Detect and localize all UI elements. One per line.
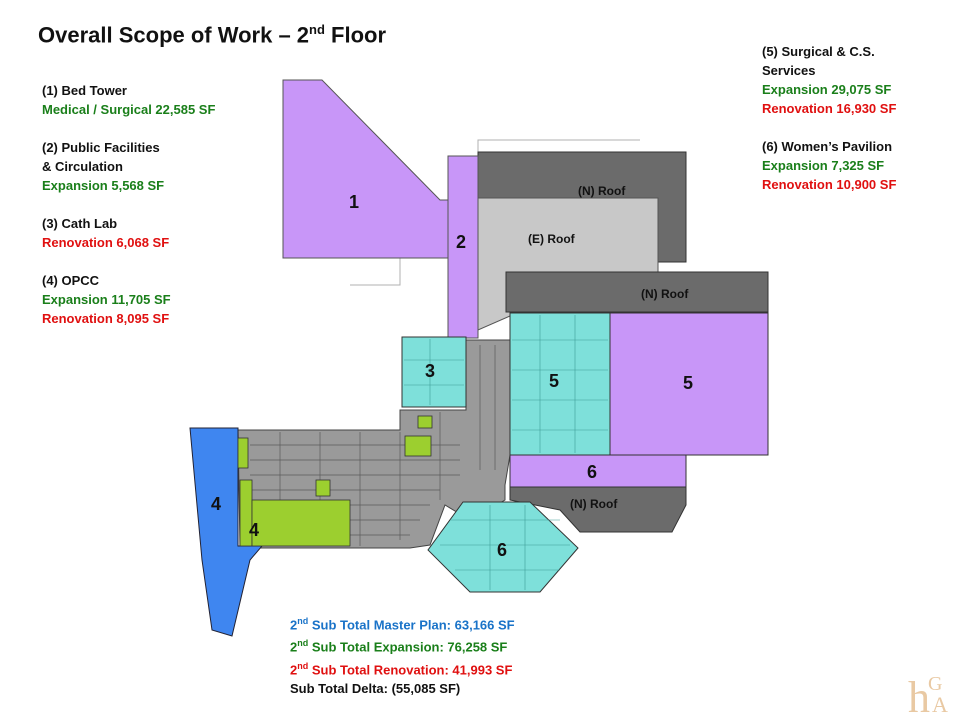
legend-block: (4) OPCC Expansion 11,705 SF Renovation 8,… — [42, 271, 215, 328]
legend-line: Expansion 11,705 SF — [42, 292, 171, 307]
hga-logo: h G A — [906, 668, 956, 721]
legend-line: Renovation 6,068 SF — [42, 235, 170, 250]
roof-label-north-top: (N) Roof — [578, 184, 626, 198]
zone-label-6b: 6 — [497, 540, 507, 560]
total-line: 2nd Sub Total Expansion: 76,258 SF — [290, 638, 508, 655]
legend-line: Expansion 7,325 SF — [762, 158, 885, 173]
zone-5-renovation — [509, 312, 611, 456]
roof-north-middle — [505, 271, 769, 313]
zone-label-5b: 5 — [683, 373, 693, 393]
totals-block: 2nd Sub Total Master Plan: 63,166 SF 2nd … — [290, 612, 515, 698]
zone-label-4b: 4 — [249, 520, 259, 540]
legend-line: (5) Surgical & C.S. — [762, 44, 875, 59]
zone-4-opcc-renovation — [237, 415, 433, 547]
legend-line: Expansion 5,568 SF — [42, 178, 165, 193]
svg-text:A: A — [932, 692, 948, 716]
legend-line: (3) Cath Lab — [42, 216, 118, 231]
legend-line: Medical / Surgical 22,585 SF — [42, 102, 216, 117]
legend-line: (6) Women’s Pavilion — [762, 139, 893, 154]
legend-line: (2) Public Facilities — [42, 140, 160, 155]
legend-line: Services — [762, 63, 816, 78]
roof-label-north-bottom: (N) Roof — [570, 497, 618, 511]
legend-line: Expansion 29,075 SF — [762, 82, 892, 97]
zone-5-expansion — [609, 312, 769, 456]
page-title: Overall Scope of Work – 2nd Floor — [38, 22, 387, 48]
roof-label-existing: (E) Roof — [528, 232, 576, 246]
total-line: Sub Total Delta: (55,085 SF) — [290, 680, 461, 696]
legend-line: (1) Bed Tower — [42, 83, 127, 98]
legend-line: Renovation 8,095 SF — [42, 311, 170, 326]
zone-label-2: 2 — [456, 232, 466, 252]
legend-line: Renovation 16,930 SF — [762, 101, 897, 116]
hga-logo-mark: h G A — [908, 673, 948, 721]
zone-6-expansion — [509, 454, 687, 488]
total-line: 2nd Sub Total Master Plan: 63,166 SF — [290, 616, 515, 633]
legend-line: Renovation 10,900 SF — [762, 177, 897, 192]
total-line: 2nd Sub Total Renovation: 41,993 SF — [290, 660, 513, 677]
zone-label-1: 1 — [349, 192, 359, 212]
svg-text:h: h — [908, 673, 930, 716]
svg-text:G: G — [928, 673, 942, 695]
legend-line: & Circulation — [42, 159, 123, 174]
zone-label-5a: 5 — [549, 371, 559, 391]
teal-interior-lines — [404, 315, 608, 590]
legend-line: (4) OPCC — [42, 273, 100, 288]
zone-3-cath-lab — [401, 336, 467, 408]
zone-label-3: 3 — [425, 361, 435, 381]
roof-label-north-middle: (N) Roof — [641, 287, 689, 301]
zone-label-4a: 4 — [211, 494, 221, 514]
zone-1-bed-tower — [282, 79, 449, 259]
zone-label-6a: 6 — [587, 462, 597, 482]
zone-2-public-facilities — [447, 155, 479, 339]
zone-6-renovation — [427, 501, 579, 593]
